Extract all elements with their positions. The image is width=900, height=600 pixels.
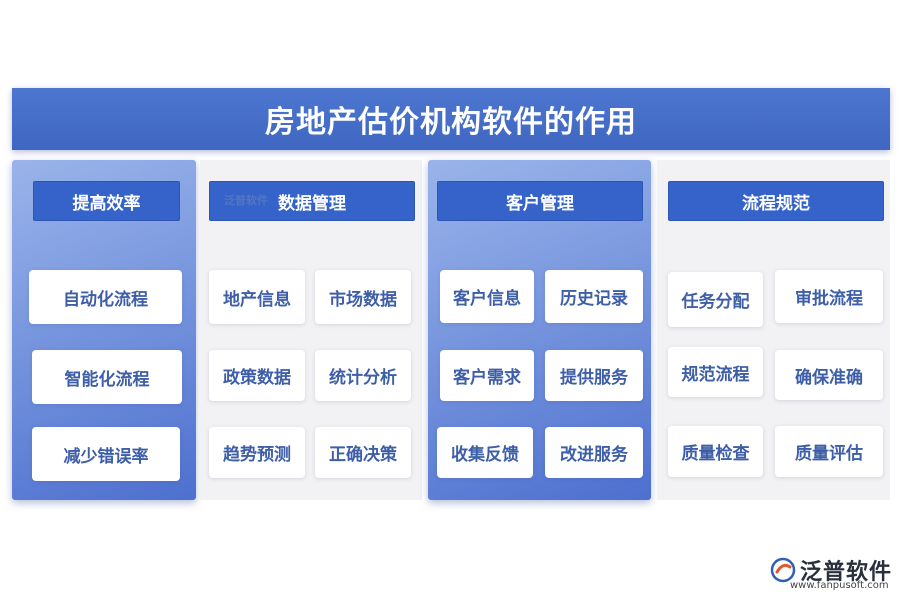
column-header-data: 数据管理 xyxy=(209,181,415,221)
item-task-assign: 任务分配 xyxy=(668,272,763,327)
item-improve-service: 改进服务 xyxy=(545,427,643,478)
item-trend-forecast: 趋势预测 xyxy=(209,427,305,478)
item-standard-flow: 规范流程 xyxy=(668,347,763,397)
item-intelligent: 智能化流程 xyxy=(32,350,182,404)
brand-logo: 泛普软件 xyxy=(770,554,892,586)
page-title: 房地产估价机构软件的作用 xyxy=(265,105,637,140)
column-header-efficiency: 提高效率 xyxy=(33,181,180,221)
item-correct-decision: 正确决策 xyxy=(315,427,411,478)
item-reduce-errors: 减少错误率 xyxy=(32,427,180,481)
item-quality-check: 质量检查 xyxy=(668,426,763,477)
item-market-data: 市场数据 xyxy=(315,270,411,324)
item-automation: 自动化流程 xyxy=(29,270,182,324)
item-quality-eval: 质量评估 xyxy=(775,426,883,477)
item-approval-flow: 审批流程 xyxy=(775,270,883,323)
column-header-customer: 客户管理 xyxy=(437,181,643,221)
item-provide-service: 提供服务 xyxy=(545,350,643,401)
item-property-info: 地产信息 xyxy=(209,270,305,324)
item-statistics: 统计分析 xyxy=(315,350,411,401)
item-history: 历史记录 xyxy=(545,270,643,323)
logo-name: 泛普软件 xyxy=(800,560,893,585)
title-banner: 房地产估价机构软件的作用 xyxy=(12,88,890,150)
column-header-process: 流程规范 xyxy=(668,181,884,221)
item-ensure-accuracy: 确保准确 xyxy=(775,350,883,400)
fanpu-logo-icon xyxy=(770,557,796,583)
item-collect-feedback: 收集反馈 xyxy=(437,427,533,478)
watermark: 泛普软件 xyxy=(224,194,268,207)
item-customer-info: 客户信息 xyxy=(440,270,534,323)
item-customer-needs: 客户需求 xyxy=(440,350,534,401)
logo-url: www.fanpusoft.com xyxy=(790,580,889,591)
item-policy-data: 政策数据 xyxy=(209,350,305,401)
